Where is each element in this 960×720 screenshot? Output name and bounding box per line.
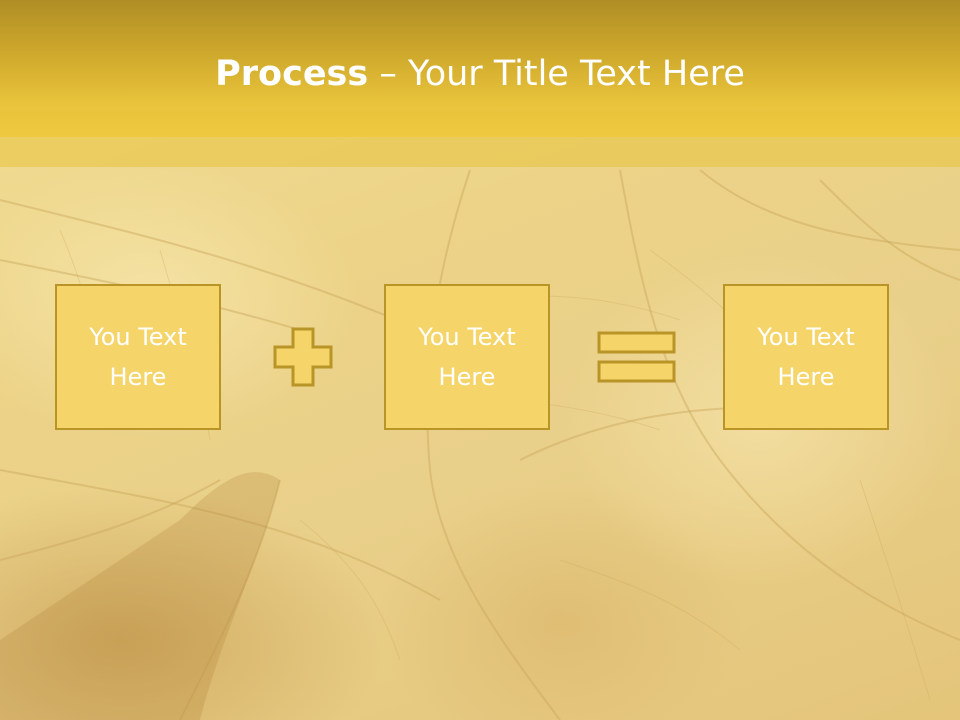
process-box-3[interactable]: You Text Here: [723, 284, 889, 430]
slide-title[interactable]: Process – Your Title Text Here: [0, 50, 960, 98]
process-box-1-text: You Text Here: [89, 323, 187, 391]
title-bold-part: Process: [215, 54, 369, 94]
equals-icon: [597, 331, 676, 383]
title-band: [0, 137, 960, 167]
process-box-1[interactable]: You Text Here: [55, 284, 221, 430]
plus-icon: [273, 327, 333, 387]
process-box-2-text: You Text Here: [418, 323, 516, 391]
title-separator: –: [368, 54, 408, 94]
title-bar: [0, 0, 960, 137]
process-box-3-text: You Text Here: [757, 323, 855, 391]
process-box-2[interactable]: You Text Here: [384, 284, 550, 430]
title-rest: Your Title Text Here: [407, 54, 745, 94]
